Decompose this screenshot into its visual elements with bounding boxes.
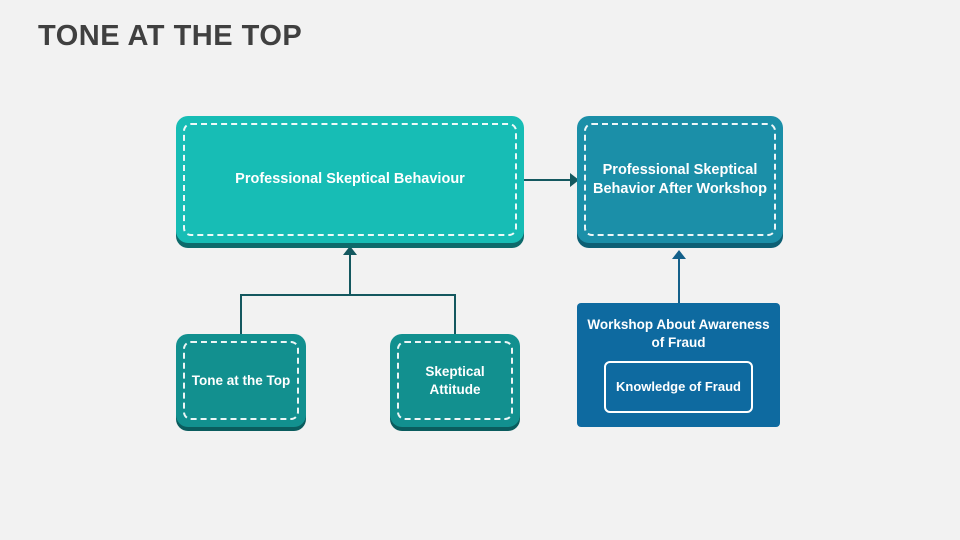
connector-bracket-to-main: [349, 254, 351, 295]
node-professional-skeptical-behavior-after-workshop[interactable]: Professional Skeptical Behavior After Wo…: [577, 116, 783, 243]
connector-main-to-after-workshop: [524, 179, 577, 181]
node-label: Tone at the Top: [191, 372, 291, 388]
node-label: Skeptical Attitude: [425, 363, 485, 397]
page-title: TONE AT THE TOP: [38, 20, 303, 52]
node-label: Professional Skeptical Behaviour: [235, 171, 465, 188]
node-label: Professional Skeptical Behavior After Wo…: [592, 161, 768, 197]
node-knowledge-of-fraud[interactable]: Knowledge of Fraud: [604, 361, 753, 413]
node-professional-skeptical-behaviour[interactable]: Professional Skeptical Behaviour: [176, 116, 524, 243]
connector-bracket-right-stem: [454, 294, 456, 334]
node-label: Knowledge of Fraud: [616, 378, 741, 394]
arrowhead-main-to-after-workshop: [570, 173, 579, 187]
arrowhead-workshop-to-after-workshop: [672, 250, 686, 259]
node-label: Workshop About Awareness of Fraud: [587, 317, 770, 350]
node-tone-at-the-top[interactable]: Tone at the Top: [176, 334, 306, 427]
connector-workshop-to-after-workshop: [678, 258, 680, 303]
connector-bracket-left-stem: [240, 294, 242, 334]
connector-bracket-horizontal: [240, 294, 455, 296]
node-workshop-about-awareness-of-fraud[interactable]: Workshop About Awareness of Fraud Knowle…: [577, 303, 780, 427]
node-skeptical-attitude[interactable]: Skeptical Attitude: [390, 334, 520, 427]
arrowhead-bracket-to-main: [343, 246, 357, 255]
